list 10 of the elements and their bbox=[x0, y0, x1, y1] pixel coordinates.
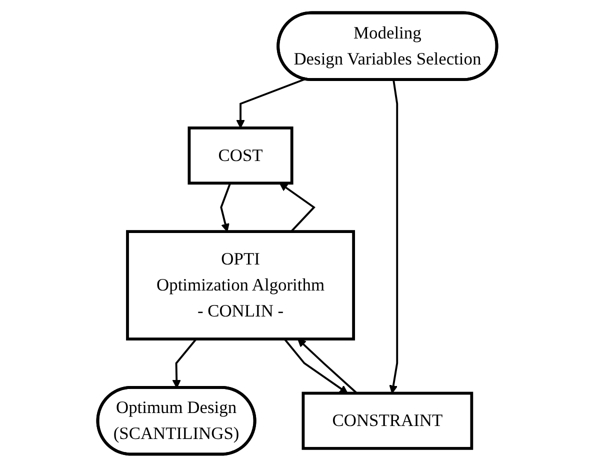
arrow bbox=[220, 182, 232, 232]
node-box: COST bbox=[188, 126, 294, 185]
arrow bbox=[389, 80, 398, 394]
arrow bbox=[236, 78, 306, 128]
arrow bbox=[284, 338, 348, 394]
node-box: CONSTRAINT bbox=[302, 392, 474, 450]
arrow bbox=[172, 338, 198, 388]
arrow bbox=[280, 182, 316, 232]
node-box: OPTI Optimization Algorithm - CONLIN - bbox=[126, 230, 356, 340]
arrow bbox=[298, 338, 358, 394]
